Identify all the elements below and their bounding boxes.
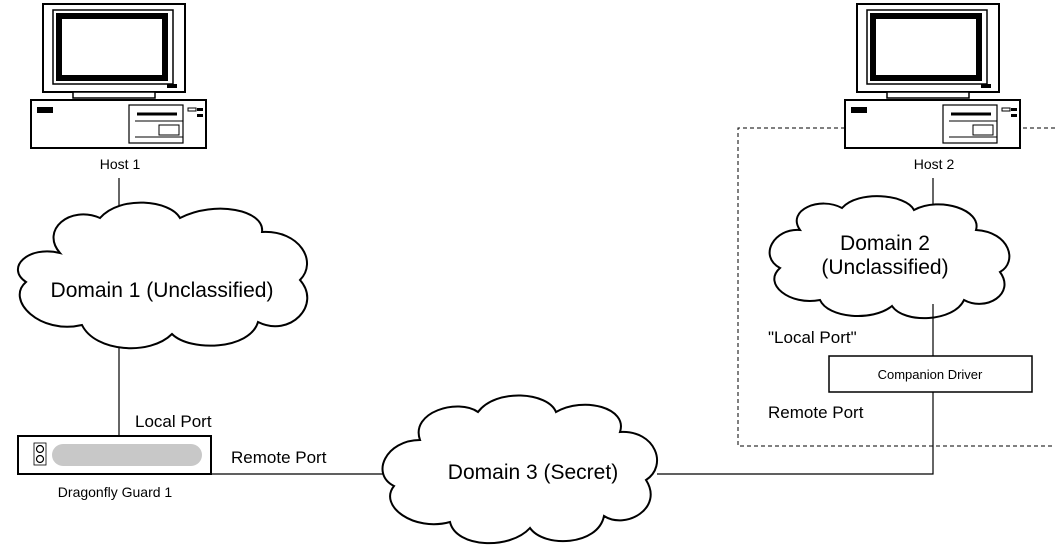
host-2-computer-icon: [845, 4, 1020, 148]
companion-local-port-label: "Local Port": [768, 328, 857, 347]
guard-label: Dragonfly Guard 1: [58, 484, 173, 500]
domain-2-label-line-2: (Unclassified): [821, 256, 948, 279]
companion-remote-port-label: Remote Port: [768, 403, 864, 422]
host-1-computer-icon: [31, 4, 206, 148]
domain-1-label: Domain 1 (Unclassified): [51, 279, 274, 302]
companion-driver-label: Companion Driver: [878, 367, 983, 382]
dragonfly-guard-device-icon: [17, 435, 212, 475]
domain-3-cloud: [381, 394, 658, 545]
host-2-label: Host 2: [914, 156, 955, 172]
companion-driver-box: [828, 355, 1033, 393]
domain-2-cloud: [768, 195, 1011, 319]
host-1-label: Host 1: [100, 156, 141, 172]
domain-3-companion-link: [657, 392, 934, 475]
domain-2-label-line-1: Domain 2: [840, 232, 930, 255]
domain-3-label: Domain 3 (Secret): [448, 461, 618, 484]
guard-remote-port-label: Remote Port: [231, 448, 327, 467]
host-2-enclosure-dashed: [737, 127, 1055, 447]
guard-local-port-label: Local Port: [135, 412, 212, 431]
domain-1-cloud: [17, 201, 309, 350]
